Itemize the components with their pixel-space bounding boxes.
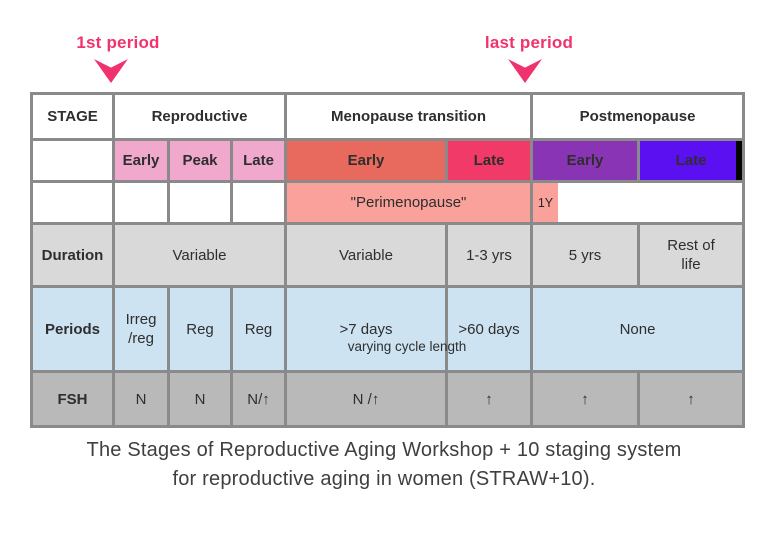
peri-empty-cell: [167, 180, 233, 225]
fsh-mt-early: N /↑: [284, 370, 448, 428]
caption-line2: for reproductive aging in women (STRAW+1…: [172, 468, 596, 490]
varying-cycle-length-note: varying cycle length: [347, 339, 467, 354]
first-period-label: 1st period: [76, 33, 160, 52]
duration-pm-late-line1: Rest of: [667, 236, 715, 254]
periods-rep-late: Reg: [230, 285, 287, 373]
substage-pm-late-label: Late: [675, 152, 707, 169]
peri-empty-cell: [30, 180, 115, 225]
caption-line1: The Stages of Reproductive Aging Worksho…: [86, 439, 682, 461]
substage-mt-early: Early: [284, 138, 448, 183]
fsh-label: FSH: [30, 370, 115, 428]
fsh-rep-late: N/↑: [230, 370, 287, 428]
periods-mt-early: >7 days: [284, 285, 448, 373]
substage-empty-cell: [30, 138, 115, 183]
duration-mt-early: Variable: [284, 222, 448, 288]
last-period-label: last period: [484, 33, 574, 52]
down-arrow-icon: [94, 59, 128, 83]
postmenopause-header: Postmenopause: [530, 92, 745, 141]
header-row: STAGE Reproductive Menopause transition …: [30, 92, 745, 141]
substage-rep-early: Early: [112, 138, 170, 183]
periods-mt-late: >60 days: [445, 285, 533, 373]
peri-empty-cell: [230, 180, 287, 225]
one-year-badge: 1Y: [534, 184, 558, 221]
down-arrow-icon: [508, 59, 542, 83]
fsh-pm-early: ↑: [530, 370, 640, 428]
substage-row: Early Peak Late Early Late Early Late: [30, 138, 745, 183]
straw-staging-table: STAGE Reproductive Menopause transition …: [30, 92, 745, 428]
periods-row: Periods Irreg /reg Reg Reg >7 days >60 d…: [30, 285, 745, 373]
one-year-cell: 1Y: [530, 180, 745, 225]
periods-rep-early: Irreg /reg: [112, 285, 170, 373]
substage-mt-late: Late: [445, 138, 533, 183]
periods-rep-early-line1: Irreg: [125, 310, 157, 328]
black-edge-strip: [736, 142, 741, 179]
fsh-mt-late: ↑: [445, 370, 533, 428]
duration-pm-late: Rest of life: [637, 222, 745, 288]
stage-header: STAGE: [30, 92, 115, 141]
fsh-rep-early: N: [112, 370, 170, 428]
fsh-pm-late: ↑: [637, 370, 745, 428]
periods-rep-peak: Reg: [167, 285, 233, 373]
perimenopause-cell: "Perimenopause": [284, 180, 533, 225]
duration-reproductive: Variable: [112, 222, 287, 288]
substage-pm-late: Late: [637, 138, 745, 183]
fsh-row: FSH N N N/↑ N /↑ ↑ ↑ ↑: [30, 370, 745, 428]
duration-mt-late: 1-3 yrs: [445, 222, 533, 288]
periods-label: Periods: [30, 285, 115, 373]
perimenopause-row: "Perimenopause" 1Y: [30, 180, 745, 225]
duration-pm-early: 5 yrs: [530, 222, 640, 288]
duration-pm-late-line2: life: [681, 256, 701, 273]
substage-pm-early: Early: [530, 138, 640, 183]
substage-rep-peak: Peak: [167, 138, 233, 183]
reproductive-header: Reproductive: [112, 92, 287, 141]
figure-caption: The Stages of Reproductive Aging Worksho…: [0, 436, 768, 494]
substage-rep-late: Late: [230, 138, 287, 183]
fsh-rep-peak: N: [167, 370, 233, 428]
duration-row: Duration Variable Variable 1-3 yrs 5 yrs…: [30, 222, 745, 288]
peri-empty-cell: [112, 180, 170, 225]
periods-postmenopause: None: [530, 285, 745, 373]
duration-label: Duration: [30, 222, 115, 288]
periods-rep-early-line2: /reg: [128, 330, 154, 347]
menopause-transition-header: Menopause transition: [284, 92, 533, 141]
